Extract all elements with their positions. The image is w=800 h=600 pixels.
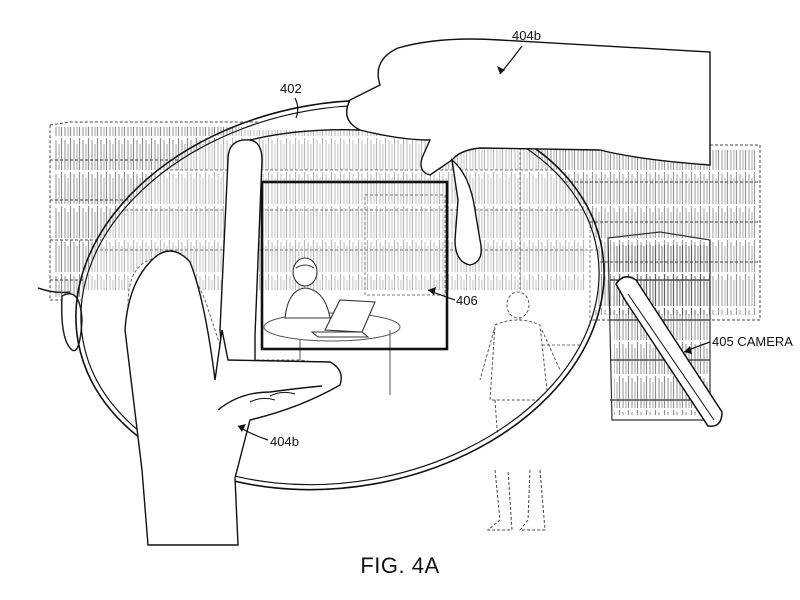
laptop bbox=[310, 299, 376, 338]
hand-bottom bbox=[124, 250, 342, 546]
label-405-camera: 405 CAMERA bbox=[712, 334, 793, 349]
standing-person bbox=[479, 291, 561, 471]
label-404b-bottom: 404b bbox=[270, 434, 299, 449]
seated-person bbox=[284, 257, 331, 319]
lens-outline bbox=[75, 99, 605, 491]
label-402: 402 bbox=[280, 81, 302, 96]
standing-person-legs bbox=[486, 469, 546, 531]
camera-device bbox=[615, 276, 723, 427]
arrowheads bbox=[238, 66, 692, 432]
selection-frame bbox=[260, 180, 449, 351]
hand-top bbox=[219, 38, 711, 381]
leader-402 bbox=[294, 97, 299, 119]
figure-caption: FIG. 4A bbox=[360, 553, 440, 578]
label-406: 406 bbox=[456, 293, 478, 308]
label-404b-top: 404b bbox=[512, 28, 541, 43]
